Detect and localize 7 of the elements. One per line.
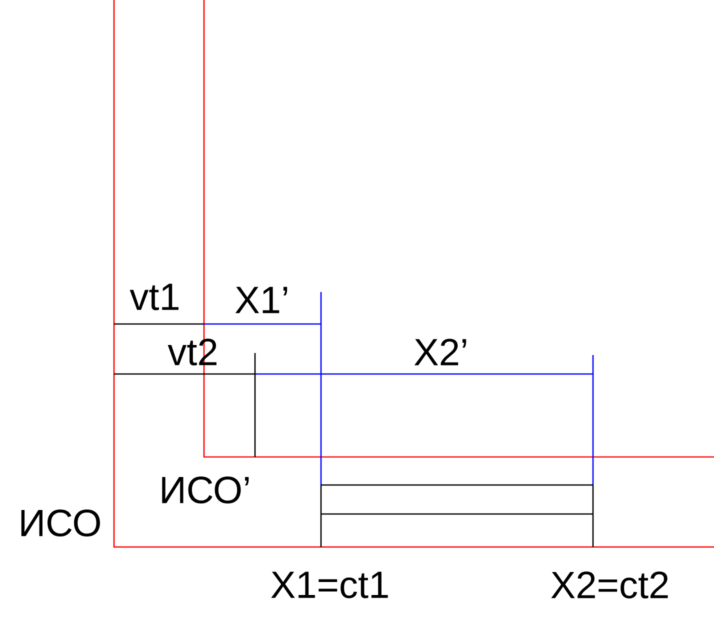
dimension-label: X2’	[414, 338, 466, 366]
origin-label: ИСО	[21, 510, 100, 536]
dimension-label: X1’	[235, 286, 288, 314]
dimension-label: vt1	[130, 284, 178, 310]
dimension-label: X1=ct1	[271, 572, 388, 598]
dimension-label: X2=ct2	[551, 572, 668, 598]
origin-label: ИСО’	[162, 476, 249, 504]
